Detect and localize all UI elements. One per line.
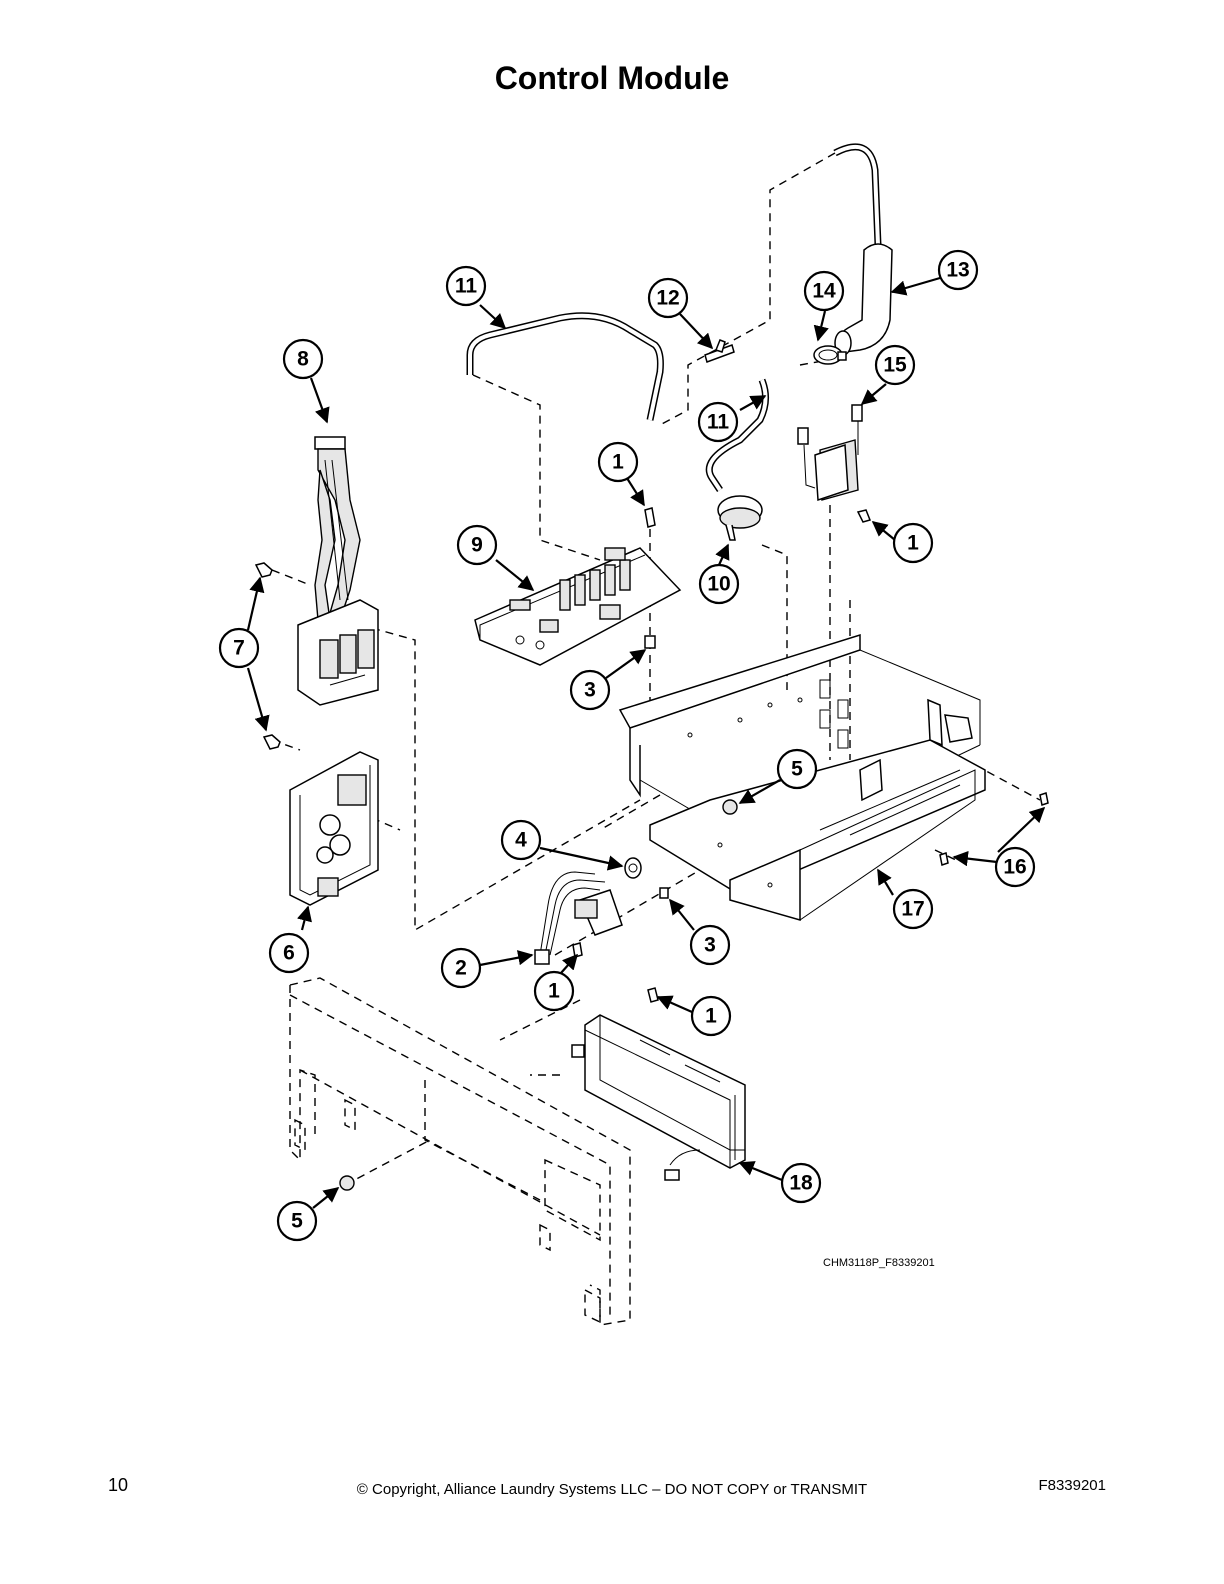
- user-interface-board: [571, 1014, 746, 1181]
- screw-16b: [939, 852, 949, 866]
- callout-15[interactable]: 15: [874, 344, 916, 386]
- callout-2[interactable]: 2: [440, 947, 482, 989]
- svg-text:5: 5: [291, 1210, 303, 1233]
- callout-1-transformer2[interactable]: 1: [533, 970, 575, 1012]
- screws-7: [254, 562, 281, 750]
- svg-text:5: 5: [791, 758, 803, 781]
- screw-18: [647, 987, 659, 1003]
- transformer-2: [534, 871, 623, 965]
- callout-16[interactable]: 16: [994, 846, 1036, 888]
- relay-board: [297, 599, 379, 706]
- callout-3-lower[interactable]: 3: [689, 924, 731, 966]
- copyright-notice: © Copyright, Alliance Laundry Systems LL…: [356, 1481, 868, 1498]
- callout-1-display[interactable]: 1: [690, 995, 732, 1037]
- svg-text:15: 15: [883, 354, 907, 377]
- svg-text:1: 1: [548, 980, 560, 1003]
- pressure-switch: [717, 495, 763, 541]
- svg-text:6: 6: [283, 942, 295, 965]
- screw-2: [572, 942, 583, 958]
- svg-text:1: 1: [612, 451, 624, 474]
- power-supply-board: [289, 751, 379, 906]
- console-panel-outline: [289, 977, 631, 1326]
- callout-8[interactable]: 8: [282, 338, 324, 380]
- hose-assembly: [466, 312, 769, 492]
- assembly-dashed-lines: [271, 152, 1041, 1186]
- transformer-15: [797, 404, 863, 502]
- page-title: Control Module: [494, 60, 730, 96]
- svg-text:12: 12: [656, 287, 679, 310]
- figure-code: CHM3118P_F8339201: [823, 1257, 935, 1269]
- svg-text:4: 4: [515, 829, 527, 852]
- svg-text:1: 1: [907, 532, 919, 555]
- callout-6[interactable]: 6: [268, 932, 310, 974]
- standoff-clip: [644, 635, 656, 649]
- callout-11-top[interactable]: 11: [445, 265, 487, 307]
- nut-5-lower: [339, 1175, 355, 1191]
- callout-10[interactable]: 10: [698, 563, 740, 605]
- wire-harness: [314, 436, 361, 621]
- hose-clamp: [813, 345, 847, 365]
- svg-text:3: 3: [584, 679, 596, 702]
- callout-1-board[interactable]: 1: [597, 441, 639, 483]
- svg-text:16: 16: [1003, 856, 1026, 879]
- svg-text:2: 2: [455, 957, 467, 980]
- air-dome-hose: [833, 143, 893, 356]
- svg-text:1: 1: [705, 1005, 717, 1028]
- svg-text:3: 3: [704, 934, 716, 957]
- nut-5: [722, 799, 738, 815]
- main-control-board: [474, 547, 682, 666]
- callout-1-transformer[interactable]: 1: [892, 522, 934, 564]
- svg-text:13: 13: [946, 259, 969, 282]
- callout-4[interactable]: 4: [500, 819, 542, 861]
- leader-lines: [246, 276, 1046, 1209]
- callout-14[interactable]: 14: [803, 270, 845, 312]
- document-number: F8339201: [1038, 1477, 1106, 1494]
- strain-relief: [624, 857, 642, 879]
- clip-3: [659, 887, 669, 899]
- callout-18[interactable]: 18: [780, 1162, 822, 1204]
- svg-text:11: 11: [707, 411, 730, 434]
- page-number: 10: [108, 1475, 129, 1495]
- svg-text:7: 7: [233, 637, 245, 660]
- svg-text:8: 8: [297, 348, 309, 371]
- tee-fitting: [704, 339, 735, 363]
- callout-5-panel[interactable]: 5: [276, 1200, 318, 1242]
- callout-12[interactable]: 12: [647, 277, 689, 319]
- svg-text:9: 9: [471, 534, 483, 557]
- callout-9[interactable]: 9: [456, 524, 498, 566]
- callout-11-mid[interactable]: 11: [697, 401, 739, 443]
- callout-7[interactable]: 7: [218, 627, 260, 669]
- svg-text:18: 18: [789, 1172, 813, 1195]
- callout-13[interactable]: 13: [937, 249, 979, 291]
- screw-15: [856, 509, 872, 523]
- svg-text:10: 10: [707, 573, 730, 596]
- callout-3-upper[interactable]: 3: [569, 669, 611, 711]
- callout-5-chassis[interactable]: 5: [776, 748, 818, 790]
- board-screw: [644, 507, 656, 528]
- svg-text:11: 11: [455, 275, 478, 298]
- callout-17[interactable]: 17: [892, 888, 934, 930]
- svg-text:17: 17: [901, 898, 924, 921]
- screw-16a: [1039, 792, 1049, 806]
- svg-text:14: 14: [812, 280, 836, 303]
